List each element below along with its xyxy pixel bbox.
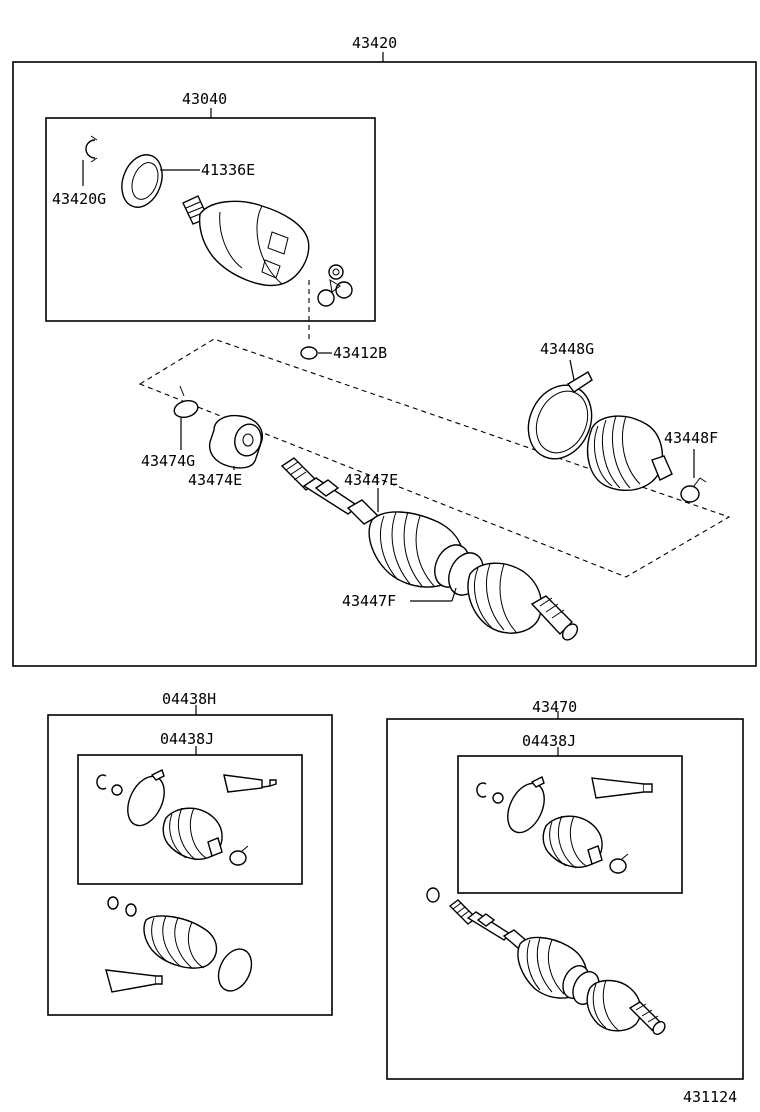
kit-04438h-group: 04438H 04438J [47,690,333,1016]
main-assembly-frame [12,61,757,667]
outer-boot-icon [586,415,673,491]
clamp-tab [530,776,545,788]
label-04438J-left: 04438J [160,730,214,748]
large-clamp-icon [217,948,253,992]
small-ring-icon [125,903,137,917]
small-clamp-icon [680,485,700,503]
shaft-assy-43470-group: 43470 04438J [386,698,744,1080]
drive-shaft-icon [280,457,579,641]
label-43420: 43420 [352,34,397,52]
dust-seal-inner [131,162,159,200]
small-ring-icon [111,784,123,796]
small-clamp-icon [609,858,627,874]
boot-neck [207,837,223,857]
boot-ribs [549,815,587,869]
kit-04438j-right-frame [457,755,683,894]
label-43447F: 43447F [342,592,396,610]
boot-neck [587,845,603,865]
grease-tube-body [223,774,263,793]
label-43474E: 43474E [188,471,242,489]
damper-bore [242,433,254,447]
damper-end [234,423,262,457]
label-43420G: 43420G [52,190,106,208]
label-43040: 43040 [182,90,227,108]
label-04438J-right: 04438J [522,732,576,750]
snap-ring-icon [476,782,487,798]
label-43447E: 43447E [344,471,398,489]
figure-number: 431124 [683,1088,737,1106]
inboard-joint-group: 43040 43420G 41336E [45,90,376,340]
grease-tube-icon [105,969,157,993]
small-clamp-icon [229,850,247,866]
label-43448F: 43448F [664,429,718,447]
small-clamp-tab [621,853,629,860]
dashed-exploded-outline [138,338,731,578]
small-clamp-tab [241,845,249,852]
clamp-474g-icon [173,399,199,419]
label-43470: 43470 [532,698,577,716]
clamp-448f-group: 43448F [664,429,718,503]
boot-ribs [169,807,207,861]
snap-ring-icon [96,774,107,790]
grease-tube-cap [644,783,653,793]
snap-ring-b-group: 43412B [300,344,387,362]
clamp-tab [150,769,165,781]
drive-shaft-icon [448,899,666,1035]
clamp-474g-group: 43474G [141,385,199,470]
small-clamp-tab [693,477,707,487]
large-clamp-inner [535,390,589,454]
kit-04438h-frame [47,714,333,1016]
small-ring-icon [107,896,119,910]
shaft-assy-frame [386,718,744,1080]
label-43448G: 43448G [540,340,594,358]
small-ring-icon [492,792,504,804]
clamp-tab [179,385,185,397]
small-ring-icon [426,887,440,903]
label-04438H: 04438H [162,690,216,708]
main-assembly-group: 43420 [12,34,757,667]
large-clamp-icon [507,782,545,834]
clamp-tab [566,371,593,393]
kit-04438j-left-frame [77,754,303,885]
snap-ring-icon [85,139,96,159]
outer-boot-icon [143,915,218,969]
label-43474G: 43474G [141,452,195,470]
snap-ring-ends [90,135,98,163]
outer-boot-ribs [151,915,205,969]
grease-tube-cap [156,975,163,985]
tripod-icon [317,264,353,307]
snap-ring-b-icon [300,346,318,360]
dust-seal-icon [121,154,163,208]
label-41336E: 41336E [201,161,255,179]
grease-tube-icon [591,777,645,799]
label-43412B: 43412B [333,344,387,362]
damper-474e-group: 43474E [188,414,263,489]
clamp-448g-group: 43448G [527,340,594,460]
joint-housing-icon [182,195,310,286]
leader-line [451,587,457,602]
